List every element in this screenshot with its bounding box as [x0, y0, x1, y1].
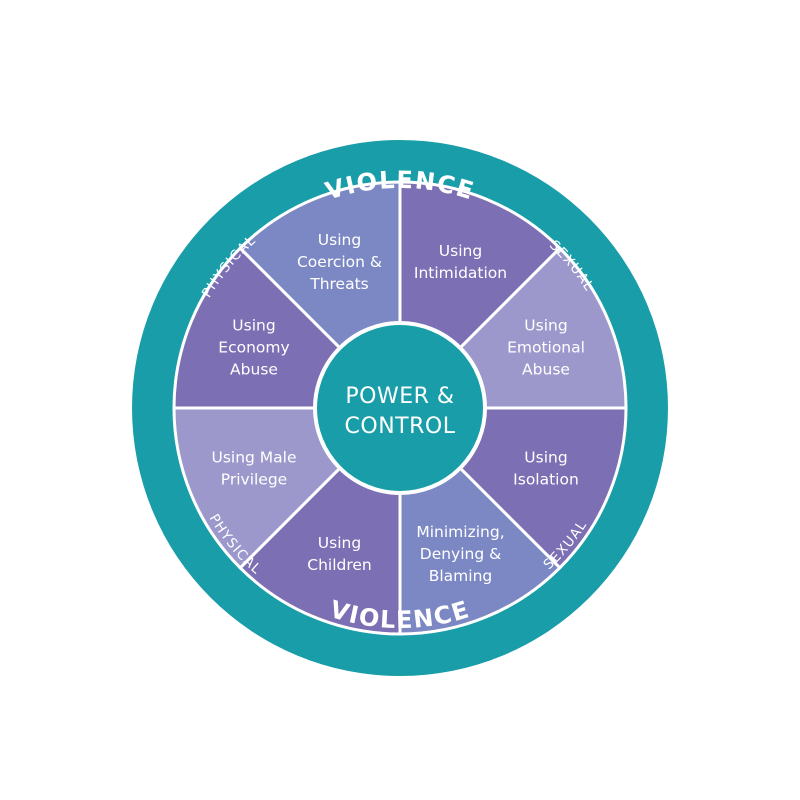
segment-label-emotional-abuse-line1: Using — [524, 317, 567, 335]
segment-label-emotional-abuse-line2: Emotional — [507, 339, 585, 357]
segment-labels-group: UsingIntimidationUsingEmotionalAbuseUsin… — [211, 231, 584, 585]
segment-label-intimidation-line2: Intimidation — [414, 264, 507, 282]
segment-label-minimizing-line1: Minimizing, — [416, 523, 504, 541]
segment-label-isolation-line1: Using — [524, 449, 567, 467]
segment-label-isolation-line2: Isolation — [513, 471, 579, 489]
segment-label-coercion-threats-line1: Using — [318, 231, 361, 249]
segment-label-economy-abuse-line1: Using — [232, 317, 275, 335]
segment-label-economy-abuse-line2: Economy — [218, 339, 289, 357]
center-circle — [313, 321, 487, 495]
segment-label-children-line1: Using — [318, 534, 361, 552]
center-label-line2: CONTROL — [345, 414, 456, 439]
segment-label-male-privilege-line2: Privilege — [221, 471, 287, 489]
segment-label-coercion-threats-line2: Coercion & — [297, 253, 382, 271]
segment-label-coercion-threats-line3: Threats — [309, 275, 369, 293]
segment-label-economy-abuse-line3: Abuse — [230, 361, 278, 379]
segment-label-intimidation-line1: Using — [439, 242, 482, 260]
segment-label-minimizing-line2: Denying & — [420, 545, 501, 563]
segment-label-emotional-abuse-line3: Abuse — [522, 361, 570, 379]
segment-label-children-line2: Children — [307, 556, 372, 574]
segment-label-male-privilege-line1: Using Male — [211, 449, 296, 467]
segment-label-minimizing-line3: Blaming — [429, 567, 493, 585]
center-label-line1: POWER & — [345, 384, 454, 409]
segments-group — [172, 180, 628, 636]
